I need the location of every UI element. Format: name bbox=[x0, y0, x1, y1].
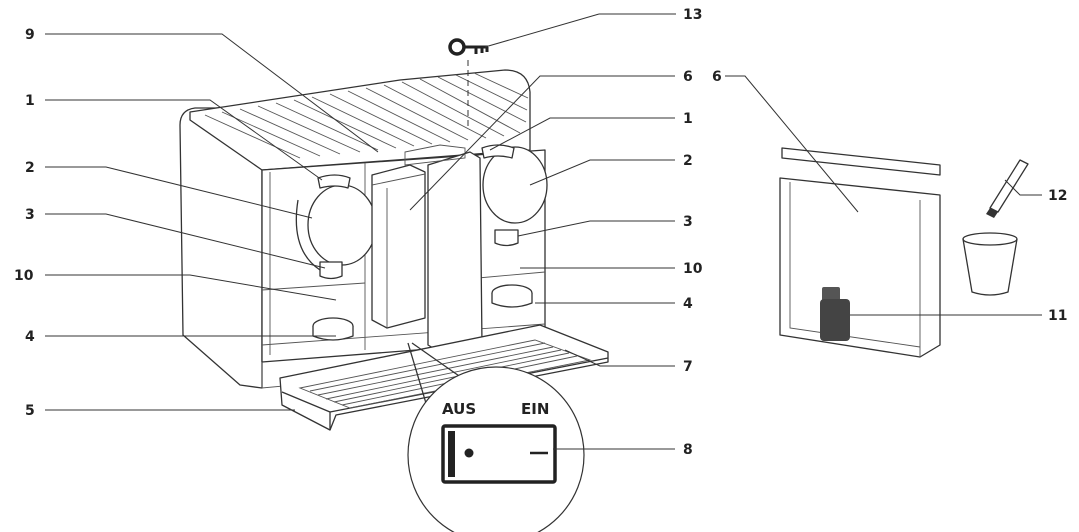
capsule-lever-right bbox=[481, 144, 515, 159]
callout-9: 9 bbox=[25, 27, 35, 43]
switch-on-label: EIN bbox=[521, 400, 549, 418]
box-lid bbox=[781, 147, 941, 176]
leader-lines bbox=[45, 13, 1042, 450]
capsule-lever-left bbox=[317, 174, 351, 189]
callout-3-right: 3 bbox=[683, 214, 693, 230]
descaling-box bbox=[779, 147, 941, 358]
off-dot-icon bbox=[464, 448, 474, 458]
test-strip bbox=[986, 159, 1029, 218]
callout-7: 7 bbox=[683, 359, 693, 375]
switch-off-label: AUS bbox=[442, 400, 476, 418]
tank-door bbox=[427, 151, 483, 353]
grille-slots bbox=[204, 72, 529, 159]
water-filter-cartridge bbox=[820, 287, 850, 341]
callout-5: 5 bbox=[25, 403, 35, 419]
water-tank bbox=[371, 164, 426, 329]
callout-12: 12 bbox=[1048, 188, 1067, 204]
callout-1-left: 1 bbox=[25, 93, 35, 109]
callout-labels: 13 9 6 6 1 1 2 2 3 3 10 10 4 4 5 7 8 11 … bbox=[14, 7, 1067, 458]
brew-unit-right bbox=[482, 146, 548, 224]
coffee-outlet-right bbox=[494, 229, 519, 247]
callout-1-right: 1 bbox=[683, 111, 693, 127]
brew-unit-left bbox=[307, 184, 377, 266]
callout-10-left: 10 bbox=[14, 268, 34, 284]
callout-4-left: 4 bbox=[25, 329, 35, 345]
measuring-cup bbox=[962, 232, 1018, 296]
callout-6-right: 6 bbox=[712, 69, 722, 85]
callout-11: 11 bbox=[1048, 308, 1067, 324]
callout-2-right: 2 bbox=[683, 153, 693, 169]
callout-3-left: 3 bbox=[25, 207, 35, 223]
coffee-machine bbox=[179, 38, 609, 431]
callout-13: 13 bbox=[683, 7, 702, 23]
rocker-switch[interactable] bbox=[441, 424, 557, 484]
callout-10-right: 10 bbox=[683, 261, 703, 277]
callout-2-left: 2 bbox=[25, 160, 35, 176]
machine-left-side bbox=[179, 107, 263, 389]
coffee-outlet-left bbox=[319, 261, 343, 280]
callout-4-right: 4 bbox=[683, 296, 693, 312]
key-icon bbox=[448, 38, 489, 56]
power-switch-detail: AUS EIN bbox=[407, 342, 585, 532]
callout-8: 8 bbox=[683, 442, 693, 458]
drip-grid bbox=[298, 339, 592, 409]
callout-6-top: 6 bbox=[683, 69, 693, 85]
